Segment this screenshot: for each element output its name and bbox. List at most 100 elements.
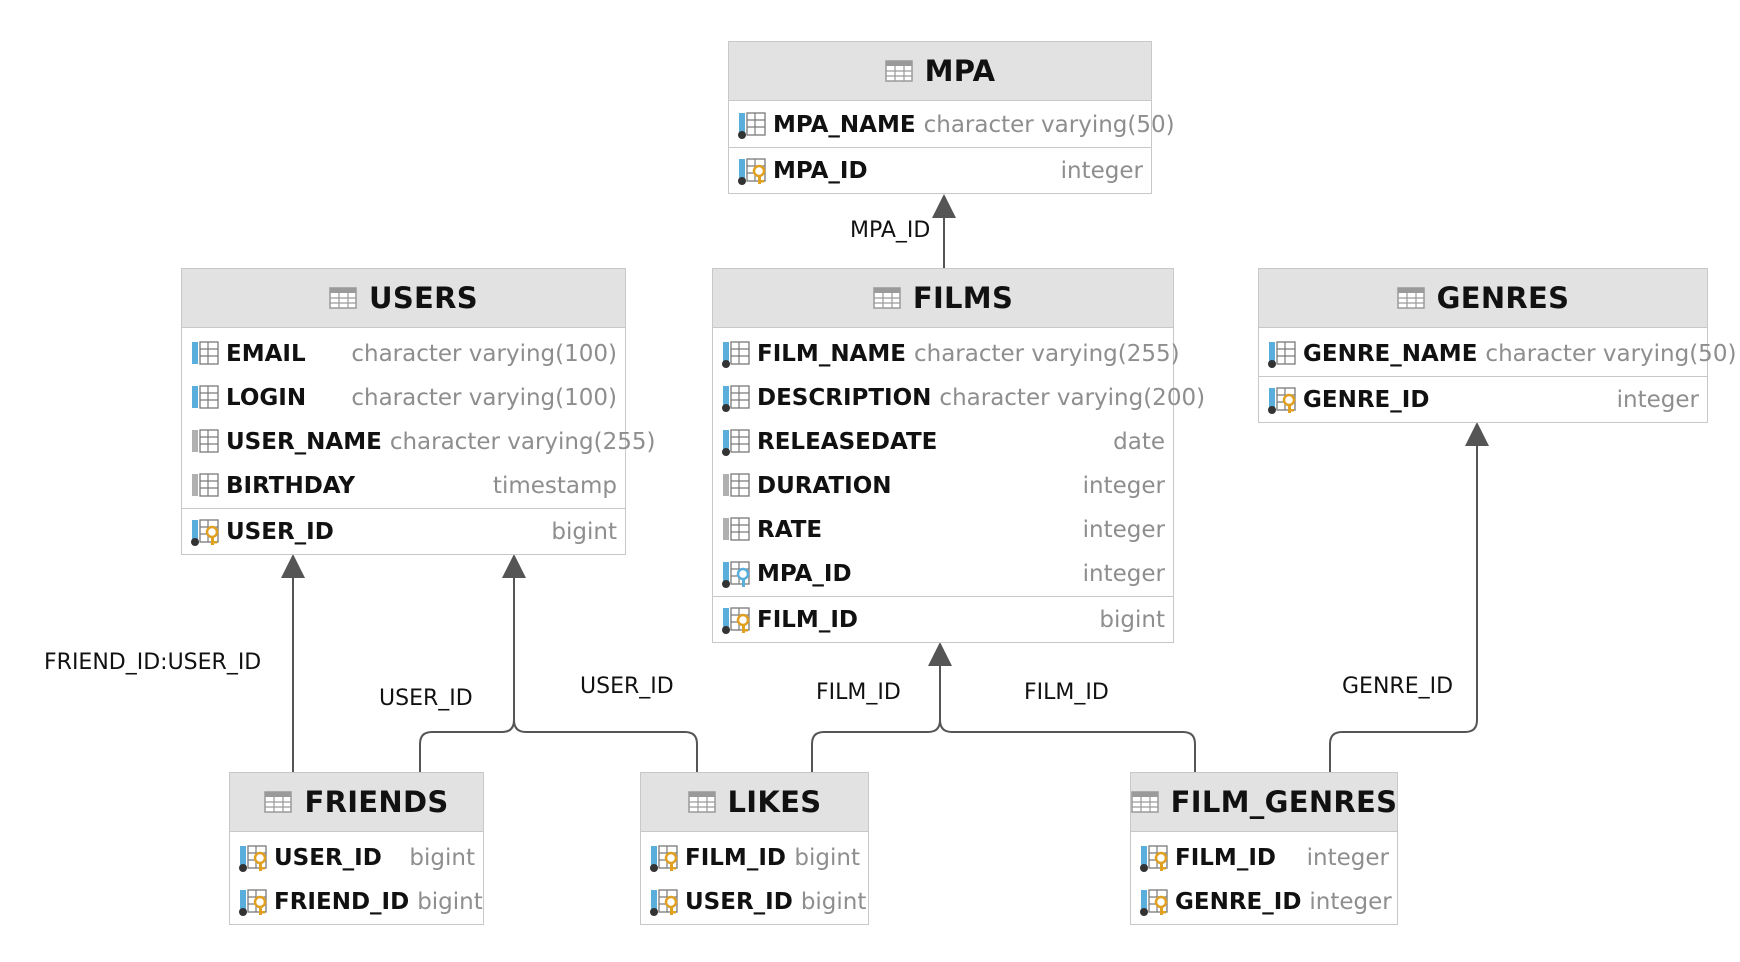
- primary-key-icon: [1267, 385, 1299, 415]
- table-header[interactable]: FILMS: [713, 269, 1173, 328]
- column-icon: [1267, 339, 1299, 369]
- column-name: USER_ID: [274, 845, 382, 871]
- primary-key-row[interactable]: MPA_ID integer: [729, 147, 1151, 193]
- column-type: character varying(50): [1485, 341, 1737, 367]
- table-title: GENRES: [1436, 281, 1570, 315]
- column-icon: [190, 427, 222, 457]
- table-likes[interactable]: LIKES FILM_ID bigint USER_ID bigint: [640, 772, 869, 925]
- column-row[interactable]: FILM_ID bigint: [641, 836, 868, 880]
- table-icon: [1130, 791, 1159, 813]
- column-name: FRIEND_ID: [274, 889, 410, 915]
- column-row[interactable]: RELEASEDATE date: [713, 420, 1173, 464]
- primary-key-icon: [721, 605, 753, 635]
- column-icon: [721, 515, 753, 545]
- column-name: GENRE_ID: [1303, 386, 1430, 413]
- table-icon: [687, 791, 716, 813]
- edge-likes-films: [811, 660, 941, 772]
- table-users[interactable]: USERS EMAIL character varying(100) LOGIN…: [181, 268, 655, 555]
- column-row[interactable]: RATE integer: [713, 508, 1173, 552]
- edge-likes-users: [513, 719, 698, 772]
- column-row[interactable]: EMAIL character varying(100): [182, 332, 625, 376]
- arrowhead-films: [928, 642, 952, 666]
- edge-label-friends-users: USER_ID: [379, 686, 473, 711]
- column-row[interactable]: LOGIN character varying(100): [182, 376, 625, 420]
- arrowhead-users-right: [502, 554, 526, 578]
- arrowhead-genres: [1465, 422, 1489, 446]
- column-type: character varying(50): [923, 112, 1175, 138]
- primary-key-icon: [737, 156, 769, 186]
- column-type: bigint: [800, 889, 867, 915]
- column-name: USER_ID: [685, 889, 793, 915]
- edge-filmgenres-films: [939, 719, 1196, 772]
- column-name: FILM_ID: [1175, 845, 1276, 871]
- primary-key-row[interactable]: GENRE_ID integer: [1259, 376, 1707, 422]
- primary-foreign-key-icon: [649, 843, 681, 873]
- column-icon: [737, 110, 769, 140]
- primary-key-row[interactable]: USER_ID bigint: [182, 508, 625, 554]
- column-row[interactable]: MPA_NAME character varying(50): [729, 103, 1175, 147]
- primary-foreign-key-icon: [1139, 843, 1171, 873]
- column-row[interactable]: GENRE_NAME character varying(50): [1259, 332, 1736, 376]
- table-title: FILM_GENRES: [1170, 785, 1398, 819]
- table-header[interactable]: USERS: [182, 269, 625, 328]
- table-films[interactable]: FILMS FILM_NAME character varying(255) D…: [712, 268, 1205, 643]
- table-title: USERS: [369, 281, 478, 315]
- table-genres[interactable]: GENRES GENRE_NAME character varying(50) …: [1258, 268, 1736, 423]
- edge-label-filmgenres-genres: GENRE_ID: [1342, 674, 1454, 699]
- column-row[interactable]: MPA_ID integer: [713, 552, 1173, 596]
- column-type: character varying(255): [913, 341, 1180, 367]
- column-name: USER_NAME: [226, 429, 382, 455]
- column-row[interactable]: DESCRIPTION character varying(200): [713, 376, 1205, 420]
- primary-foreign-key-icon: [238, 887, 270, 917]
- edge-label-likes-films: FILM_ID: [816, 680, 901, 705]
- table-title: FILMS: [912, 281, 1014, 315]
- column-name: MPA_ID: [757, 561, 852, 587]
- column-icon: [190, 383, 222, 413]
- table-header[interactable]: FRIENDS: [230, 773, 483, 832]
- column-type: integer: [1306, 845, 1389, 871]
- column-type: date: [1113, 429, 1165, 455]
- primary-foreign-key-icon: [238, 843, 270, 873]
- column-row[interactable]: USER_ID bigint: [230, 836, 483, 880]
- column-row[interactable]: USER_ID bigint: [641, 880, 868, 924]
- table-icon: [884, 60, 913, 82]
- column-type: character varying(100): [351, 341, 617, 367]
- column-name: FILM_ID: [757, 606, 858, 633]
- table-header[interactable]: GENRES: [1259, 269, 1707, 328]
- column-row[interactable]: BIRTHDAY timestamp: [182, 464, 625, 508]
- column-icon: [721, 339, 753, 369]
- column-type: bigint: [794, 845, 860, 871]
- table-title: MPA: [924, 54, 996, 88]
- column-type: character varying(255): [389, 429, 656, 455]
- table-friends[interactable]: FRIENDS USER_ID bigint FRIEND_ID bigint: [229, 772, 484, 925]
- edge-label-friends-users-friend: FRIEND_ID:USER_ID: [44, 650, 262, 675]
- table-header[interactable]: FILM_GENRES: [1130, 773, 1398, 832]
- column-row[interactable]: USER_NAME character varying(255): [182, 420, 655, 464]
- primary-key-row[interactable]: FILM_ID bigint: [713, 596, 1173, 642]
- column-row[interactable]: GENRE_ID integer: [1131, 880, 1397, 924]
- column-type: integer: [1309, 889, 1392, 915]
- arrowhead-mpa: [932, 194, 956, 218]
- table-header[interactable]: MPA: [729, 42, 1151, 101]
- table-film-genres[interactable]: FILM_GENRES FILM_ID integer GENRE_ID int…: [1130, 772, 1398, 925]
- column-type: integer: [1616, 386, 1699, 413]
- table-title: LIKES: [727, 785, 822, 819]
- column-name: MPA_NAME: [773, 112, 916, 138]
- column-row[interactable]: FILM_NAME character varying(255): [713, 332, 1180, 376]
- column-row[interactable]: DURATION integer: [713, 464, 1173, 508]
- column-type: timestamp: [492, 473, 617, 499]
- column-name: EMAIL: [226, 341, 306, 367]
- column-name: DESCRIPTION: [757, 385, 932, 411]
- table-mpa[interactable]: MPA MPA_NAME character varying(50) MPA_I…: [728, 41, 1175, 194]
- arrowhead-users-left: [281, 554, 305, 578]
- table-icon: [1396, 287, 1425, 309]
- column-row[interactable]: FILM_ID integer: [1131, 836, 1397, 880]
- column-type: integer: [1060, 157, 1143, 184]
- table-header[interactable]: LIKES: [641, 773, 868, 832]
- column-name: FILM_NAME: [757, 341, 906, 367]
- edge-label-filmgenres-films: FILM_ID: [1024, 680, 1109, 705]
- column-name: USER_ID: [226, 518, 334, 545]
- column-name: MPA_ID: [773, 157, 868, 184]
- column-row[interactable]: FRIEND_ID bigint: [230, 880, 483, 924]
